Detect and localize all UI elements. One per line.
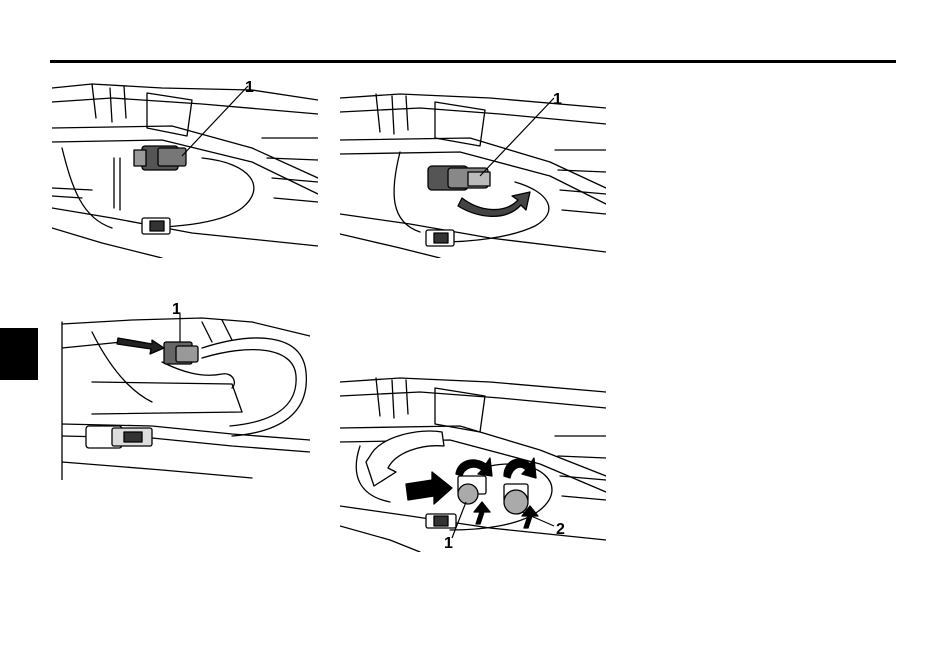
callout-1: 1: [553, 92, 562, 108]
figure-4-drawing: [340, 376, 606, 552]
figure-connector-location: 1: [52, 78, 318, 258]
figure-connector-disconnect: 1: [52, 302, 310, 480]
chapter-tab: [0, 328, 38, 380]
callout-1: 1: [444, 536, 453, 552]
callout-1: 1: [245, 80, 254, 96]
figure-1-drawing: [52, 78, 318, 258]
figure-connector-turn: 1: [340, 92, 606, 258]
figure-2-drawing: [340, 92, 606, 258]
callout-2: 2: [556, 522, 565, 538]
figure-bulb-removal: 1 2: [340, 376, 606, 552]
header-rule: [50, 60, 896, 63]
figure-3-drawing: [52, 302, 310, 480]
callout-1: 1: [172, 302, 181, 318]
